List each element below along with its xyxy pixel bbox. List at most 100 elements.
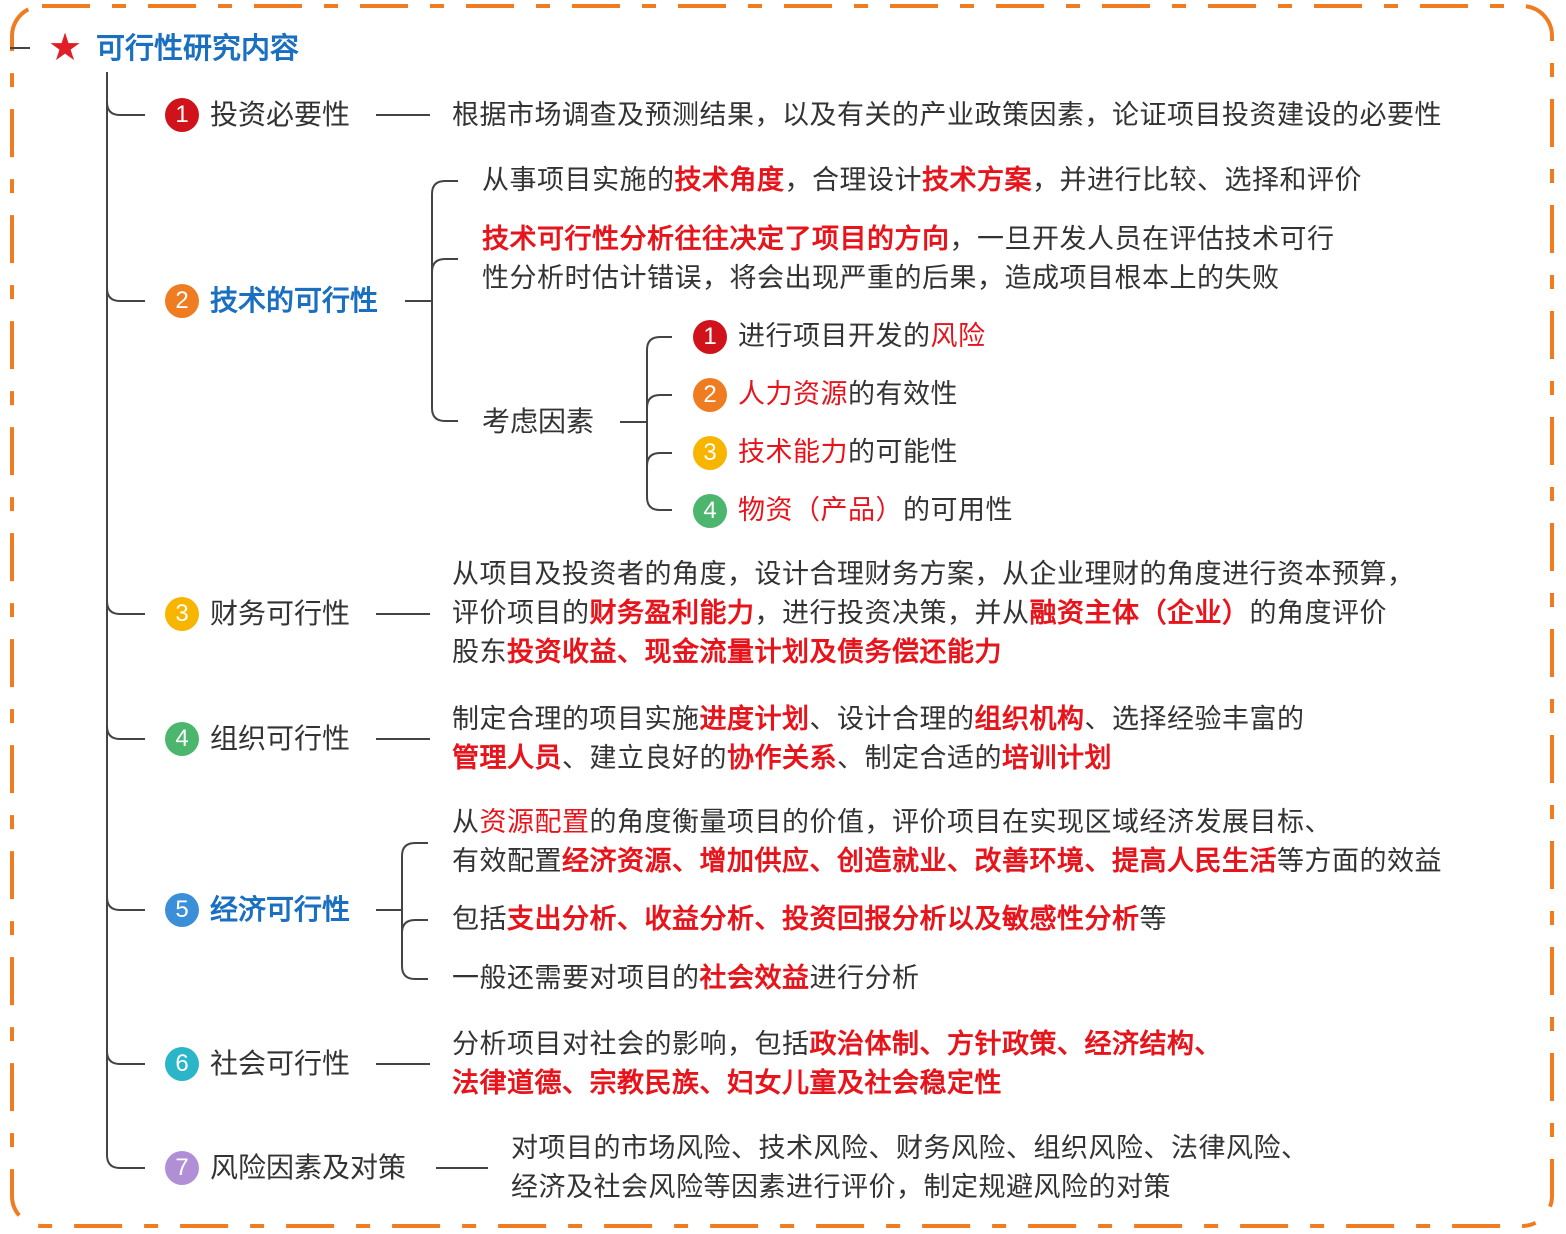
text-line: 包括支出分析、收益分析、投资回报分析以及敏感性分析等: [452, 900, 1167, 939]
highlight-segment: 风险: [930, 321, 986, 352]
detail-economic-social[interactable]: 一般还需要对项目的社会效益进行分析: [452, 959, 920, 998]
badge-5: 5: [165, 893, 199, 927]
text-line: 一般还需要对项目的社会效益进行分析: [452, 959, 920, 998]
badge-2: 2: [165, 284, 199, 318]
text-line: 从事项目实施的技术角度，合理设计技术方案，并进行比较、选择和评价: [482, 161, 1362, 200]
text-line: 分析项目对社会的影响，包括政治体制、方针政策、经济结构、: [452, 1025, 1222, 1064]
node-technical-feasibility[interactable]: 技术的可行性: [210, 284, 379, 317]
highlight-segment: 政治体制、方针政策、经济结构、: [809, 1029, 1222, 1060]
text-segment: ，一旦开发人员在评估技术可行: [949, 224, 1335, 255]
text-segment: 的角度评价: [1249, 598, 1387, 629]
highlight-segment: 社会效益: [699, 963, 810, 994]
text-segment: 根据市场调查及预测结果，以及有关的产业政策因素，论证项目投资建设的必要性: [452, 100, 1442, 131]
highlight-segment: 培训计划: [1002, 743, 1112, 774]
factor-human-resources[interactable]: 人力资源的有效性: [738, 375, 958, 414]
node-investment-necessity[interactable]: 投资必要性: [210, 98, 351, 131]
detail-tech-direction[interactable]: 技术可行性分析往往决定了项目的方向，一旦开发人员在评估技术可行性分析时估计错误，…: [482, 220, 1335, 298]
text-segment: 的有效性: [848, 379, 958, 410]
text-segment: ，进行投资决策，并从: [754, 598, 1030, 629]
factor-badge-1: 1: [693, 320, 727, 354]
factor-risk[interactable]: 进行项目开发的风险: [738, 317, 986, 356]
dashed-border: [10, 4, 1554, 1228]
factor-materials[interactable]: 物资（产品）的可用性: [738, 491, 1013, 530]
text-line: 制定合理的项目实施进度计划、设计合理的组织机构、选择经验丰富的: [452, 700, 1305, 739]
star-icon: ★: [48, 25, 83, 69]
highlight-segment: 支出分析、收益分析、投资回报分析以及敏感性分析: [507, 904, 1140, 935]
text-segment: 、设计合理的: [809, 704, 975, 735]
detail-organizational[interactable]: 制定合理的项目实施进度计划、设计合理的组织机构、选择经验丰富的管理人员、建立良好…: [452, 700, 1305, 778]
node-economic-feasibility[interactable]: 经济可行性: [210, 893, 351, 926]
text-segment: 一般还需要对项目的: [452, 963, 700, 994]
text-line: 根据市场调查及预测结果，以及有关的产业政策因素，论证项目投资建设的必要性: [452, 96, 1442, 135]
text-segment: 包括: [452, 904, 507, 935]
highlight-segment: 技术可行性分析往往决定了项目的方向: [482, 224, 950, 255]
highlight-segment: 进度计划: [699, 704, 810, 735]
detail-economic-resource[interactable]: 从资源配置的角度衡量项目的价值，评价项目在实现区域经济发展目标、有效配置经济资源…: [452, 803, 1442, 881]
badge-1: 1: [165, 98, 199, 132]
text-line: 有效配置经济资源、增加供应、创造就业、改善环境、提高人民生活等方面的效益: [452, 842, 1442, 881]
badge-7: 7: [165, 1151, 199, 1185]
text-segment: 从事项目实施的: [482, 165, 675, 196]
highlight-segment: 人力资源: [738, 379, 848, 410]
text-segment: 的角度衡量项目的价值，评价项目在实现区域经济发展目标、: [589, 807, 1332, 838]
highlight-segment: 资源配置: [479, 807, 590, 838]
highlight-segment: 物资（产品）: [738, 495, 903, 526]
detail-tech-angle[interactable]: 从事项目实施的技术角度，合理设计技术方案，并进行比较、选择和评价: [482, 161, 1362, 200]
text-segment: 分析项目对社会的影响，包括: [452, 1029, 810, 1060]
text-segment: 等: [1139, 904, 1167, 935]
text-segment: 、建立良好的: [562, 743, 727, 774]
factor-tech-capability[interactable]: 技术能力的可能性: [738, 433, 958, 472]
text-segment: ，合理设计: [784, 165, 922, 196]
node-risk-factors[interactable]: 风险因素及对策: [210, 1151, 407, 1184]
badge-6: 6: [165, 1047, 199, 1081]
text-segment: 股东: [452, 637, 507, 668]
text-segment: 的可能性: [848, 437, 958, 468]
highlight-segment: 经济资源、增加供应、创造就业、改善环境、提高人民生活: [562, 846, 1277, 877]
text-segment: 的可用性: [903, 495, 1013, 526]
highlight-segment: 技术方案: [922, 165, 1032, 196]
root-trunk: [106, 72, 145, 1169]
text-line: 从资源配置的角度衡量项目的价值，评价项目在实现区域经济发展目标、: [452, 803, 1442, 842]
badge-3: 3: [165, 597, 199, 631]
text-segment: 有效配置: [452, 846, 562, 877]
text-segment: 制定合理的项目实施: [452, 704, 700, 735]
factor-badge-4: 4: [693, 494, 727, 528]
highlight-segment: 财务盈利能力: [589, 598, 755, 629]
text-segment: 评价项目的: [452, 598, 590, 629]
text-line: 管理人员、建立良好的协作关系、制定合适的培训计划: [452, 739, 1305, 778]
node-social-feasibility[interactable]: 社会可行性: [210, 1047, 351, 1080]
detail-financial[interactable]: 从项目及投资者的角度，设计合理财务方案，从企业理财的角度进行资本预算， 评价项目的…: [452, 555, 1415, 672]
text-line: 对项目的市场风险、技术风险、财务风险、组织风险、法律风险、: [511, 1129, 1309, 1168]
text-segment: 、选择经验丰富的: [1084, 704, 1305, 735]
highlight-segment: 组织机构: [974, 704, 1085, 735]
detail-investment-necessity[interactable]: 根据市场调查及预测结果，以及有关的产业政策因素，论证项目投资建设的必要性: [452, 96, 1442, 135]
text-line: 从项目及投资者的角度，设计合理财务方案，从企业理财的角度进行资本预算，: [452, 555, 1415, 594]
text-line: 股东投资收益、现金流量计划及债务偿还能力: [452, 633, 1415, 672]
text-line: 经济及社会风险等因素进行评价，制定规避风险的对策: [511, 1168, 1309, 1207]
text-segment: 进行项目开发的: [738, 321, 931, 352]
highlight-segment: 法律道德、宗教民族、妇女儿童及社会稳定性: [452, 1068, 1002, 1099]
detail-risk[interactable]: 对项目的市场风险、技术风险、财务风险、组织风险、法律风险、经济及社会风险等因素进…: [511, 1129, 1309, 1207]
highlight-segment: 管理人员: [452, 743, 562, 774]
text-segment: 进行分析: [809, 963, 920, 994]
node-considerations[interactable]: 考虑因素: [482, 405, 595, 438]
node-organizational-feasibility[interactable]: 组织可行性: [210, 722, 351, 755]
highlight-segment: 技术角度: [674, 165, 785, 196]
text-segment: 从项目及投资者的角度，设计合理财务方案，从企业理财的角度进行资本预算，: [452, 559, 1415, 590]
text-segment: ，并进行比较、选择和评价: [1032, 165, 1362, 196]
node-financial-feasibility[interactable]: 财务可行性: [210, 597, 351, 630]
highlight-segment: 融资主体（企业）: [1029, 598, 1250, 629]
highlight-segment: 协作关系: [727, 743, 837, 774]
detail-economic-analysis[interactable]: 包括支出分析、收益分析、投资回报分析以及敏感性分析等: [452, 900, 1167, 939]
badge-4: 4: [165, 722, 199, 756]
factor-badge-2: 2: [693, 378, 727, 412]
text-segment: 从: [452, 807, 480, 838]
highlight-segment: 技术能力: [738, 437, 848, 468]
detail-social[interactable]: 分析项目对社会的影响，包括政治体制、方针政策、经济结构、法律道德、宗教民族、妇女…: [452, 1025, 1222, 1103]
root-title[interactable]: 可行性研究内容: [96, 31, 300, 65]
highlight-segment: 投资收益、现金流量计划及债务偿还能力: [507, 637, 1002, 668]
text-segment: 对项目的市场风险、技术风险、财务风险、组织风险、法律风险、: [511, 1133, 1309, 1164]
text-line: 评价项目的财务盈利能力，进行投资决策，并从融资主体（企业）的角度评价: [452, 594, 1415, 633]
text-segment: 、制定合适的: [837, 743, 1002, 774]
